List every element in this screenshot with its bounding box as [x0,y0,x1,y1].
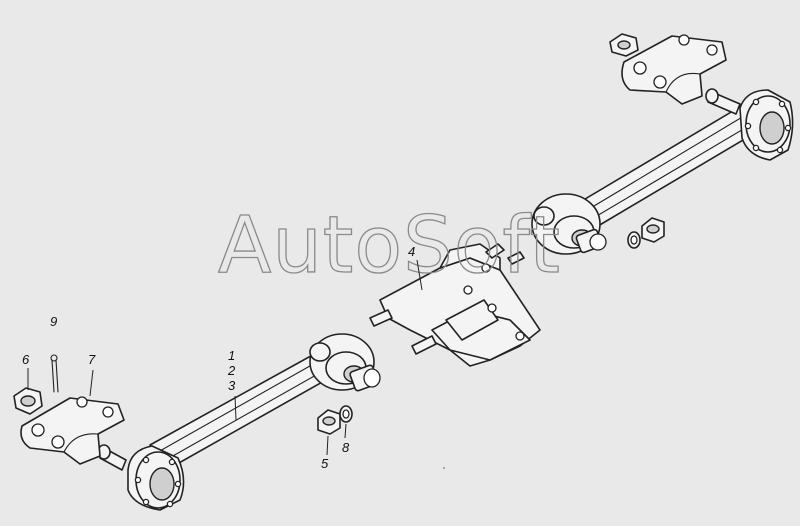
cotter-pin [50,354,59,393]
callout-5: 5 [321,456,329,471]
callout-6: 6 [22,352,30,367]
watermark-text: AutoSoft [218,201,561,291]
callout-1: 1 [228,348,235,363]
callout-7: 7 [88,352,96,367]
upper-reaction-rod [531,88,794,255]
callout-8: 8 [342,440,350,455]
callout-3: 3 [228,378,236,393]
lower-bracket [20,396,125,465]
lower-washer [339,405,353,423]
callout-9: 9 [50,314,57,329]
upper-bracket [609,33,727,105]
lower-nut [317,409,341,435]
upper-washer [627,231,641,249]
center-bracket [369,243,541,367]
leader-lines [27,259,423,456]
callout-4: 4 [408,244,415,259]
upper-nut [641,217,665,243]
callout-2: 2 [227,363,236,378]
lower-reaction-rod [97,333,381,511]
speck [443,467,445,469]
castle-nut [13,387,43,415]
